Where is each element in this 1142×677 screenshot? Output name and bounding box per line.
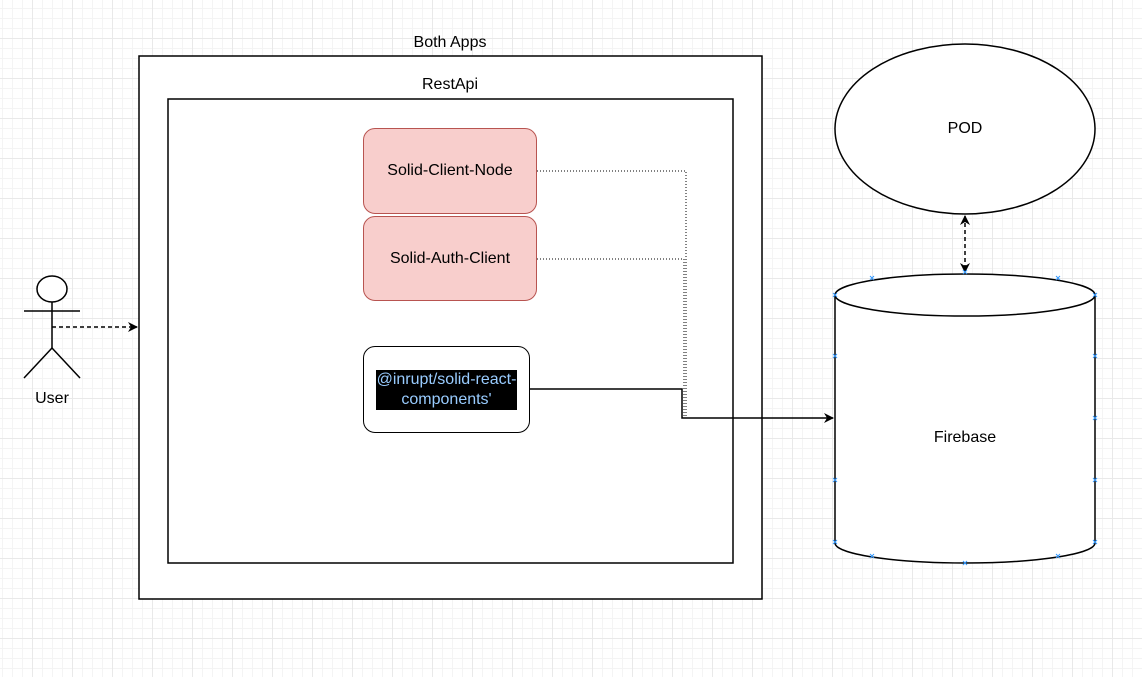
anchor-marker bbox=[869, 553, 875, 559]
anchor-marker bbox=[1092, 539, 1098, 545]
anchor-marker bbox=[869, 275, 875, 281]
anchor-marker bbox=[832, 477, 838, 483]
solid-client-node-box[interactable]: Solid-Client-Node bbox=[363, 128, 537, 214]
anchor-marker bbox=[962, 560, 968, 566]
anchor-marker bbox=[1055, 553, 1061, 559]
firebase-label: Firebase bbox=[933, 429, 997, 446]
anchor-marker bbox=[962, 269, 968, 275]
anchor-marker bbox=[1092, 415, 1098, 421]
solid-auth-client-label: Solid-Auth-Client bbox=[389, 249, 511, 267]
pod-label: POD bbox=[947, 120, 983, 137]
anchor-marker bbox=[832, 353, 838, 359]
firebase-anchor-markers bbox=[832, 269, 1098, 566]
anchor-marker bbox=[1092, 292, 1098, 298]
both-apps-label: Both Apps bbox=[413, 34, 487, 51]
anchor-marker bbox=[832, 539, 838, 545]
anchor-marker bbox=[1055, 275, 1061, 281]
solid-auth-client-box[interactable]: Solid-Auth-Client bbox=[363, 216, 537, 301]
restapi-label: RestApi bbox=[421, 76, 479, 93]
firebase-cylinder[interactable] bbox=[834, 273, 1096, 564]
pod-ellipse[interactable] bbox=[834, 43, 1096, 215]
user-actor-icon[interactable] bbox=[23, 275, 81, 379]
anchor-marker bbox=[1092, 477, 1098, 483]
anchor-marker bbox=[832, 292, 838, 298]
react-components-label: @inrupt/solid-react- components' bbox=[375, 369, 518, 410]
connector-react-components-to-firebase[interactable] bbox=[530, 388, 834, 423]
solid-client-node-label: Solid-Client-Node bbox=[387, 162, 513, 179]
react-components-box[interactable]: @inrupt/solid-react- components' bbox=[363, 346, 530, 433]
anchor-marker bbox=[1092, 353, 1098, 359]
user-label: User bbox=[35, 390, 69, 407]
